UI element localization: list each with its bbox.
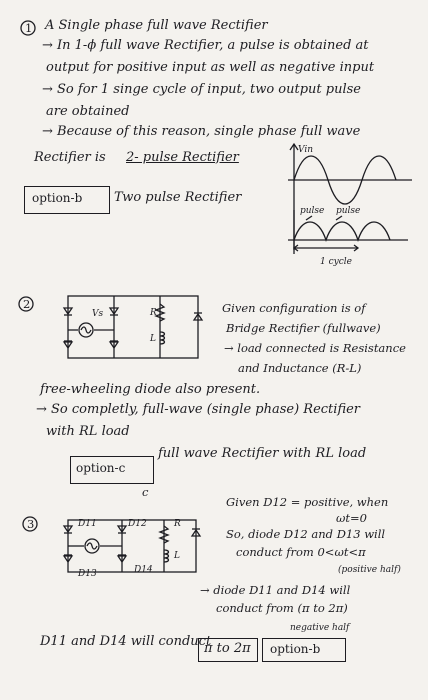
q1-option-label: option-b bbox=[32, 191, 83, 205]
q3-bridge-circuit bbox=[62, 519, 202, 573]
q2-vs-label: Vs bbox=[92, 309, 104, 319]
q2-line-4: and Inductance (R-L) bbox=[238, 361, 362, 375]
q1-underlined-answer: 2- pulse Rectifier bbox=[126, 150, 239, 165]
q1-line-1: → In 1-ϕ full wave Rectifier, a pulse is… bbox=[42, 38, 369, 53]
q1-number-circle bbox=[20, 20, 36, 36]
q3-interval-box bbox=[198, 638, 258, 662]
q2-line-3: → load connected is Resistance bbox=[224, 341, 406, 355]
q1-vin-label: Vin bbox=[298, 145, 314, 155]
q2-number: 2 bbox=[23, 297, 31, 311]
q2-bridge-circuit bbox=[62, 295, 204, 359]
q3-line-9: D11 and D14 will conduct bbox=[40, 634, 212, 649]
q3-line-5: (positive half) bbox=[338, 565, 401, 575]
q3-line-6: → diode D11 and D14 will bbox=[200, 583, 351, 597]
q1-waveform-graph bbox=[288, 142, 412, 254]
q3-option-box bbox=[262, 638, 346, 662]
q3-number: 3 bbox=[27, 517, 35, 531]
q1-line-5: → Because of this reason, single phase f… bbox=[42, 124, 361, 139]
q1-option-text: Two pulse Rectifier bbox=[114, 190, 242, 205]
q1-pulse-label-1: pulse bbox=[300, 206, 325, 216]
q1-line-6: Rectifier is bbox=[34, 150, 106, 165]
q2-number-circle bbox=[18, 296, 34, 312]
q3-l-label: L bbox=[174, 551, 180, 561]
q2-line-2: Bridge Rectifier (fullwave) bbox=[226, 321, 381, 335]
q1-number: 1 bbox=[25, 21, 33, 35]
q1-line-4: are obtained bbox=[46, 104, 130, 119]
q3-interval: π to 2π bbox=[204, 641, 251, 656]
q2-line-1: Given configuration is of bbox=[222, 301, 366, 315]
q3-r-label: R bbox=[174, 519, 181, 529]
q2-line-7: with RL load bbox=[46, 424, 130, 439]
q1-option-box bbox=[24, 186, 110, 214]
q3-line-2: ωt=0 bbox=[336, 511, 367, 525]
q1-line-3: → So for 1 singe cycle of input, two out… bbox=[42, 82, 362, 97]
q3-d11-label: D11 bbox=[78, 519, 97, 529]
q3-number-circle bbox=[22, 516, 38, 532]
q2-line-6: → So completly, full-wave (single phase)… bbox=[36, 402, 361, 417]
q2-option-text: full wave Rectifier with RL load bbox=[158, 446, 367, 461]
q2-option-note: c bbox=[142, 485, 149, 499]
q3-line-3: So, diode D12 and D13 will bbox=[226, 527, 386, 541]
q1-title: A Single phase full wave Rectifier bbox=[45, 18, 268, 33]
q2-option-box bbox=[70, 456, 154, 484]
q2-line-5: free-wheeling diode also present. bbox=[40, 382, 261, 397]
q3-line-7: conduct from (π to 2π) bbox=[216, 601, 348, 615]
q3-d14-label: D14 bbox=[134, 565, 153, 575]
q3-option-label: option-b bbox=[270, 642, 321, 656]
q3-d12-label: D12 bbox=[128, 519, 147, 529]
q3-line-4: conduct from 0<ωt<π bbox=[236, 545, 366, 559]
q3-line-8: negative half bbox=[290, 623, 350, 633]
q1-cycle-label: 1 cycle bbox=[320, 257, 352, 267]
q2-option-label: option-c bbox=[76, 461, 126, 475]
q2-r-label: R bbox=[150, 308, 157, 318]
q1-line-2: output for positive input as well as neg… bbox=[46, 60, 375, 75]
q3-d13-label: D13 bbox=[78, 569, 97, 579]
q3-line-1: Given D12 = positive, when bbox=[226, 495, 389, 509]
q2-l-label: L bbox=[150, 334, 156, 344]
q1-pulse-label-2: pulse bbox=[336, 206, 361, 216]
